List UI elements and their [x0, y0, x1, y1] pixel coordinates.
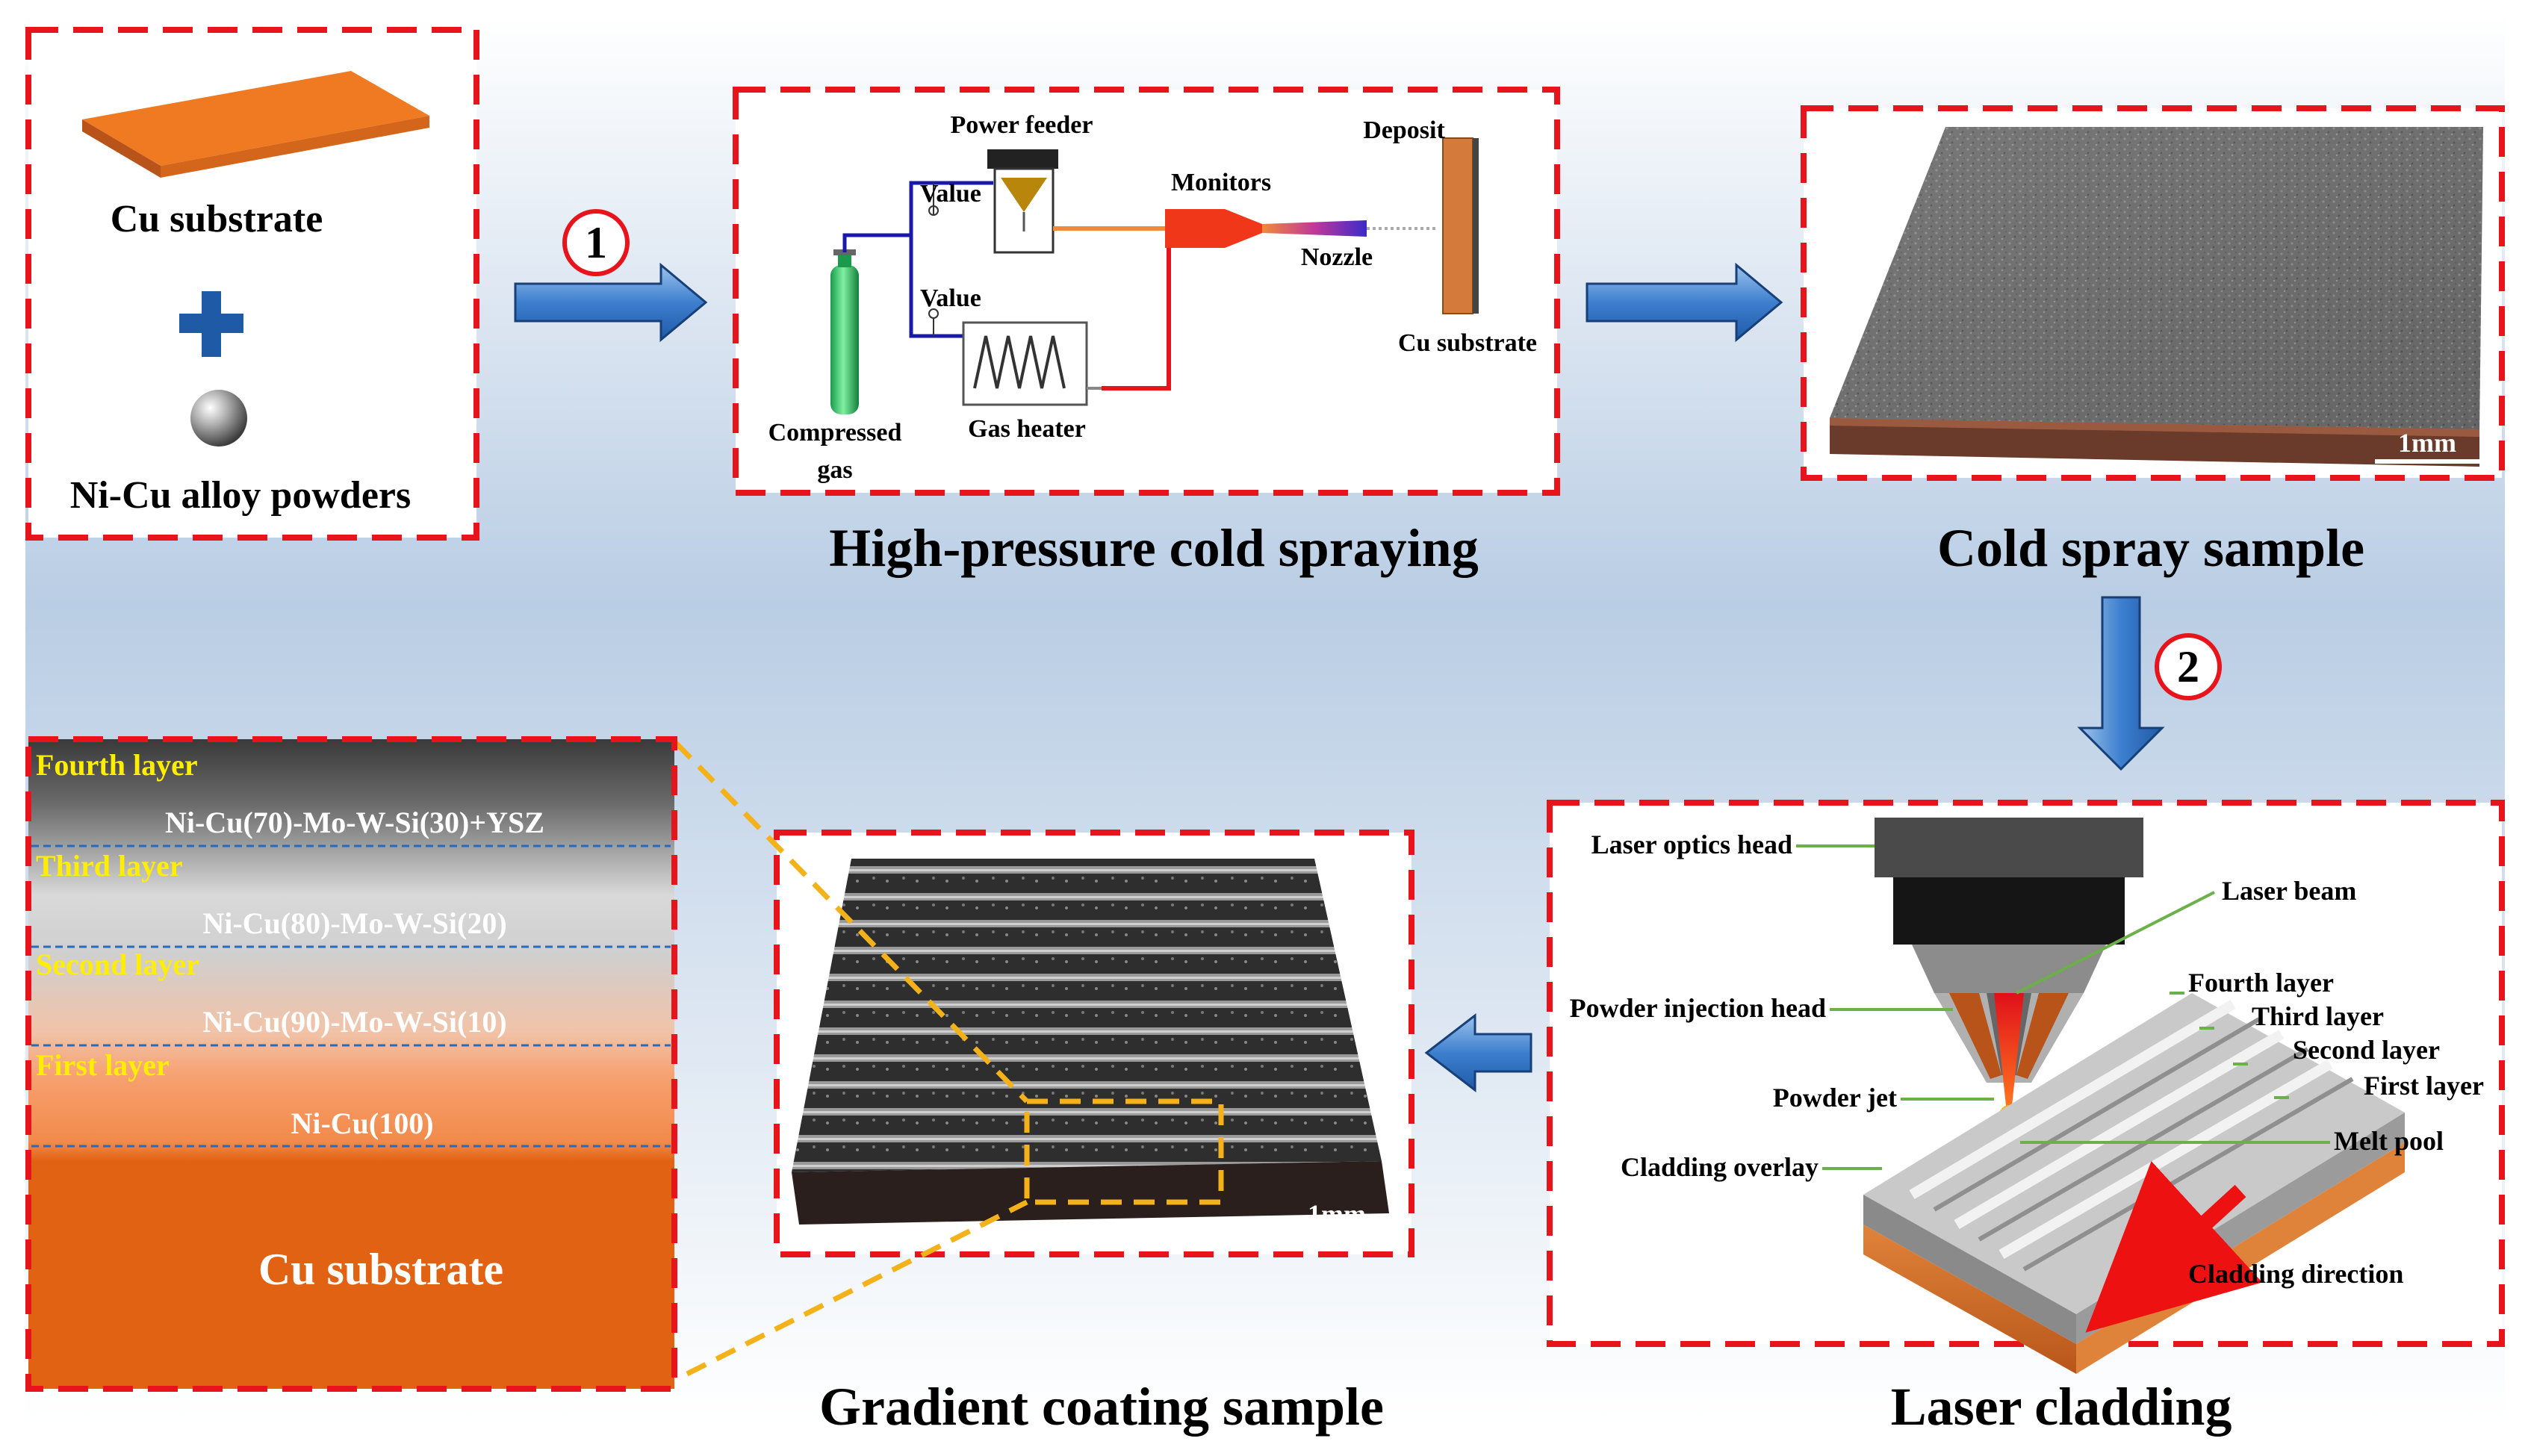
gradient-scale-bar [1285, 1234, 1393, 1239]
cold-spray-sample-panel: 1mm Cold spray sample [1801, 105, 2505, 578]
gradient-sample-title: Gradient coating sample [819, 1377, 1384, 1437]
laser-third-layer-label: Third layer [2252, 1001, 2384, 1031]
cold-spray-title: High-pressure cold spraying [829, 518, 1478, 578]
laser-beam-label: Laser beam [2222, 876, 2356, 906]
cladding-direction-label: Cladding direction [2188, 1259, 2403, 1289]
powder-jet-label: Powder jet [1773, 1083, 1897, 1113]
cold-spray-sample-title: Cold spray sample [1937, 518, 2364, 578]
leader-lines [1796, 844, 2330, 1170]
gradient-sample-panel: 1mm Gradient coating sample [774, 830, 1414, 1437]
nozzle-assembly-icon [1165, 209, 1438, 248]
injection-head-label: Powder injection head [1570, 993, 1826, 1023]
layer-boundaries [31, 844, 671, 1148]
arrow-to-sample [1586, 262, 1783, 343]
xs-cu-substrate-label: Cu substrate [258, 1245, 503, 1294]
cross-section-gradient [28, 739, 674, 1389]
gas-heater-icon [962, 321, 1102, 406]
compressed-gas-label-2: gas [817, 456, 852, 484]
cross-section-panel: Fourth layer Ni-Cu(70)-Mo-W-Si(30)+YSZ T… [25, 736, 677, 1392]
valve-top-label: Value [920, 180, 981, 208]
optics-head-label: Laser optics head [1591, 830, 1792, 859]
plus-icon [179, 291, 243, 357]
melt-pool-label: Melt pool [2334, 1126, 2444, 1156]
gas-heater-label: Gas heater [968, 415, 1086, 443]
ni-cu-powders-label: Ni-Cu alloy powders [70, 474, 411, 517]
step-2-number: 2 [2177, 642, 2199, 691]
laser-second-layer-label: Second layer [2293, 1035, 2440, 1065]
cu-substrate-label: Cu substrate [111, 198, 323, 240]
gas-cylinder-icon [830, 249, 859, 414]
cu-plate-icon [82, 71, 429, 178]
arrow-to-gradient [1424, 1012, 1532, 1093]
xs-layer-2-name: Second layer [36, 948, 199, 981]
laser-first-layer-label: First layer [2364, 1071, 2484, 1101]
zoom-line-top [674, 741, 1029, 1104]
deposit-label: Deposit [1363, 116, 1445, 144]
laser-beam-icon [1994, 993, 2024, 1113]
cold-spray-panel: Value Value Power feeder Gas heater Moni… [733, 87, 1560, 578]
deposit-substrate-icon [1442, 137, 1473, 314]
xs-layer-1-name: First layer [36, 1048, 170, 1082]
nozzle-label: Nozzle [1301, 243, 1373, 271]
xs-layer-2-composition: Ni-Cu(90)-Mo-W-Si(10) [202, 1005, 506, 1039]
laser-fourth-layer-label: Fourth layer [2188, 968, 2334, 998]
sprayed-plate-photo [1830, 127, 2483, 467]
laser-cladding-panel: Laser optics head Laser beam Powder inje… [1547, 800, 2505, 1437]
step-2-badge [2155, 633, 2222, 700]
gradient-scale-label: 1mm [1308, 1199, 1366, 1229]
powder-sphere-icon [190, 390, 247, 447]
xs-layer-4-name: Fourth layer [36, 748, 198, 782]
xs-layer-4-composition: Ni-Cu(70)-Mo-W-Si(30)+YSZ [165, 806, 544, 839]
arrow-step-1: 1 [514, 209, 708, 343]
cold-spray-scale-bar [2375, 459, 2479, 464]
compressed-gas-label-1: Compressed [768, 419, 902, 447]
cold-spray-scale-label: 1mm [2398, 428, 2456, 458]
materials-panel: Cu substrate Ni-Cu alloy powders [25, 27, 479, 541]
zoom-region-box [1024, 1098, 1224, 1205]
step-1-badge [562, 209, 630, 276]
valve-bottom-label: Value [920, 284, 981, 312]
step-1-number: 1 [585, 218, 607, 267]
cold-gas-lines [842, 181, 993, 338]
powder-feeder-icon [987, 149, 1058, 254]
cold-spray-cu-substrate-label: Cu substrate [1398, 329, 1537, 357]
cladding-direction-arrow [2085, 1161, 2263, 1333]
clad-plate-photo [792, 859, 1389, 1225]
xs-layer-3-composition: Ni-Cu(80)-Mo-W-Si(20) [202, 906, 506, 940]
cross-section-frame [25, 736, 677, 1392]
xs-layer-1-composition: Ni-Cu(100) [291, 1107, 433, 1140]
power-feeder-label: Power feeder [951, 111, 1093, 139]
cladding-overlay-label: Cladding overlay [1621, 1152, 1819, 1182]
xs-layer-3-name: Third layer [36, 849, 183, 883]
laser-cladding-title: Laser cladding [1891, 1377, 2232, 1437]
laser-optics-head-icon [1875, 818, 2143, 877]
cold-spray-frame [733, 87, 1560, 496]
arrow-step-2: 2 [2077, 596, 2222, 771]
monitors-label: Monitors [1171, 169, 1271, 196]
